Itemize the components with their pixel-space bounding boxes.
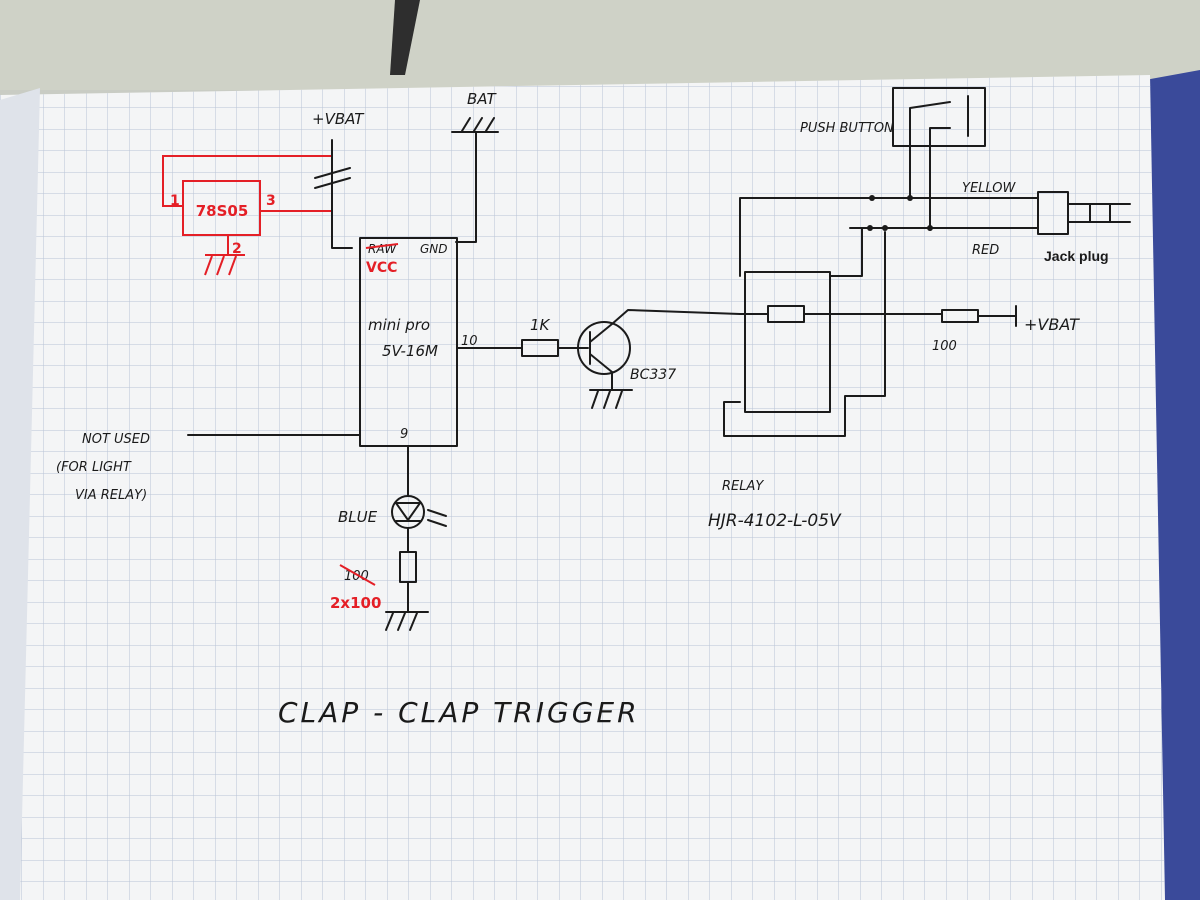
jack-plug-label: Jack plug <box>1044 248 1109 264</box>
resistor-100-label: 100 <box>932 339 957 354</box>
regulator-annotation: 78S05 1 2 3 <box>162 155 332 276</box>
diagram-title: CLAP - CLAP TRIGGER <box>278 696 640 729</box>
resistor-1k-label: 1K <box>530 316 551 334</box>
jack-plug-body <box>1037 191 1069 235</box>
relay-contact-wire-1 <box>739 197 873 277</box>
red-label: RED <box>972 243 999 258</box>
regulator-pin1-label: 1 <box>170 193 180 209</box>
not-used-label-1: NOT USED <box>82 432 150 447</box>
mini-pro-label-2: 5V-16M <box>382 342 438 360</box>
push-button-label: PUSH BUTTON <box>800 121 894 136</box>
regulator-part-label: 78S05 <box>196 202 249 220</box>
old-value-strike <box>339 564 376 586</box>
relay-body <box>744 271 831 413</box>
blue-label: BLUE <box>338 508 378 526</box>
bc337-label: BC337 <box>630 367 676 383</box>
vcc-label: VCC <box>366 260 397 276</box>
push-button-lead-2 <box>929 127 951 231</box>
bat-to-gnd-wire <box>455 131 477 243</box>
regulator-box <box>182 180 261 236</box>
not-used-label-2: (FOR LIGHT <box>56 460 132 475</box>
paper-binding-edge <box>0 88 40 900</box>
cut-mark-2 <box>314 177 351 189</box>
raw-strike <box>365 243 399 249</box>
bat-label: BAT <box>467 90 497 108</box>
vbat-top-label: +VBAT <box>312 110 365 128</box>
pin-9-label: 9 <box>400 427 408 442</box>
push-button-frame <box>892 87 986 147</box>
led-resistor-old-label: 100 <box>344 569 369 584</box>
regulator-pin2-label: 2 <box>232 241 242 257</box>
yellow-label: YELLOW <box>962 181 1016 196</box>
transistor-bc337 <box>577 321 631 375</box>
pin-10-label: 10 <box>461 334 478 349</box>
collector-wire <box>611 309 741 325</box>
led-resistor-new-label: 2x100 <box>330 594 381 612</box>
background-table <box>0 0 1200 90</box>
relay-loop-wire <box>723 231 886 437</box>
relay-contact-wire-2 <box>829 227 863 277</box>
pen <box>390 0 420 75</box>
not-used-label-3: VIA RELAY) <box>75 488 147 503</box>
cut-mark-1 <box>314 167 351 179</box>
vbat-right-label: +VBAT <box>1024 315 1080 334</box>
vbat-to-raw-wire <box>331 139 353 249</box>
relay-label: RELAY <box>722 479 764 494</box>
push-button-lead-1 <box>909 101 951 199</box>
paper-grid <box>0 75 1165 900</box>
gnd-pin-label: GND <box>420 242 448 256</box>
regulator-pin3-label: 3 <box>266 193 276 209</box>
regulator-input-wire <box>162 155 332 207</box>
relay-part-label: HJR-4102-L-05V <box>708 511 842 531</box>
mini-pro-label-1: mini pro <box>368 316 430 334</box>
